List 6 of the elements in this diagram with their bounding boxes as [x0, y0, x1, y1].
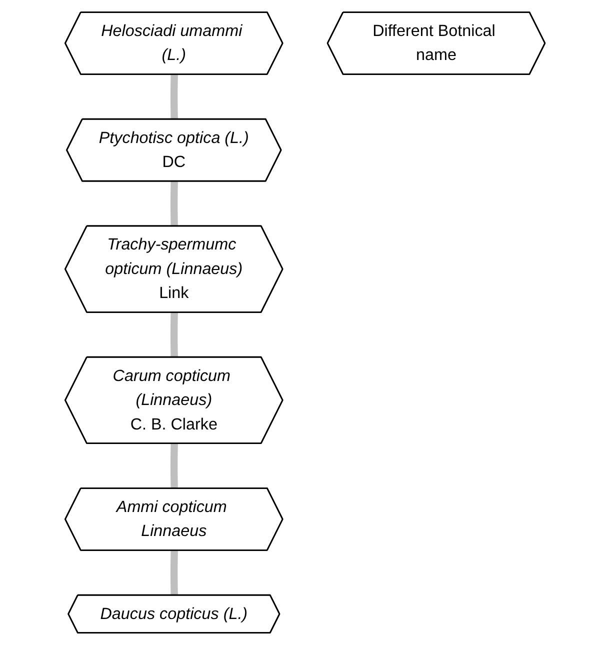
connector	[170, 312, 178, 358]
connector	[170, 444, 178, 489]
connector	[170, 74, 178, 120]
connector	[170, 181, 178, 226]
connector	[170, 550, 178, 596]
hexagon-diagram: Helosciadi umammi (L.) Ptychotisc optica (L.) DC Trachy-spermumc opticum (Linnaeus) Link Carum copticum (Linnaeus) C. B. Clarke Ammi copticum Linnaeus Daucus copticus (L.) Different Botnical name	[58, 5, 552, 640]
